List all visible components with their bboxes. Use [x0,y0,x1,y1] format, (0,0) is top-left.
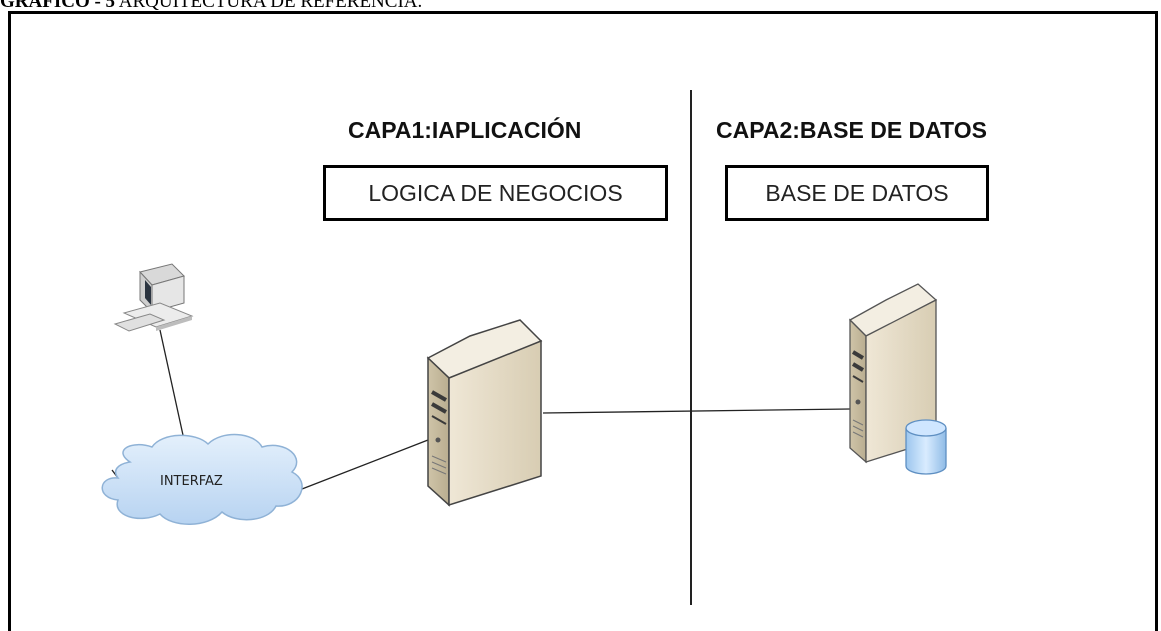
database-cylinder-icon [905,419,947,475]
layer2-title: CAPA2:BASE DE DATOS [716,117,987,143]
business-logic-box: LOGICA DE NEGOCIOS [323,165,668,221]
desktop-computer-icon [113,263,194,332]
caption-text: ARQUITECTURA DE REFERENCIA. [118,0,423,12]
caption-prefix: GRÁFICO - 5 [0,0,116,12]
layer1-title: CAPA1:IAPLICACIÓN [348,117,582,143]
database-server-icon [848,283,947,475]
figure-caption: GRÁFICO - 5 ARQUITECTURA DE REFERENCIA. [0,0,422,13]
database-box: BASE DE DATOS [725,165,989,221]
diagram-frame [8,11,1158,631]
app-db-link [542,408,851,414]
cloud-icon: INTERFAZ [101,433,303,525]
cloud-app-link [301,439,429,490]
server-icon [426,319,543,507]
cloud-label: INTERFAZ [160,474,223,489]
layer-divider [690,90,692,605]
